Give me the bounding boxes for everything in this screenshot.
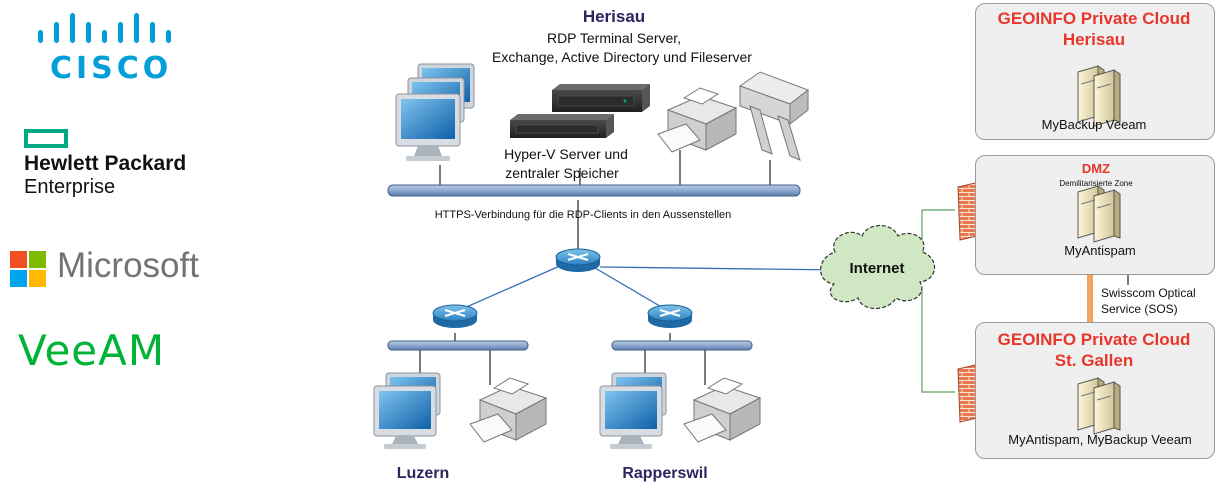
router-rapperswil (647, 304, 693, 328)
rapperswil-clients-icon (599, 372, 667, 449)
cisco-logo (38, 13, 171, 43)
site-title-herisau: Herisau (582, 7, 646, 26)
site-title-rapperswil: Rapperswil (622, 465, 708, 482)
internet-cloud (820, 224, 936, 310)
dmz-service: MyAntispam (1064, 243, 1136, 258)
herisau-services-line2: Exchange, Active Directory und Fileserve… (492, 49, 752, 65)
herisau-lan-bus (387, 184, 801, 197)
hyperv-label-line1: Hyper-V Server und (504, 146, 628, 162)
cloud-stgallen-services: MyAntispam, MyBackup Veeam (1008, 432, 1192, 447)
dmz-subtitle: Demilitarisierte Zone (1059, 179, 1133, 188)
sos-label-line2: Service (SOS) (1101, 302, 1178, 316)
herisau-printer-icon (657, 87, 738, 153)
cloud-herisau-title-line1: GEOINFO Private Cloud (997, 9, 1191, 28)
dmz-title: DMZ (1081, 161, 1111, 176)
hpe-logo-mark (24, 129, 68, 148)
microsoft-logo-mark (10, 251, 46, 287)
hyper-v-servers-icon (510, 84, 650, 138)
rapperswil-lan-bus (611, 340, 753, 351)
internet-label: Internet (849, 260, 905, 277)
luzern-printer-icon (469, 377, 548, 443)
sos-link (1087, 275, 1093, 332)
https-connection-label: HTTPS-Verbindung für die RDP-Clients in … (434, 209, 732, 221)
rapperswil-printer-icon (683, 377, 762, 443)
luzern-clients-icon (373, 372, 441, 449)
cloud-box-dmz (975, 155, 1215, 275)
sos-label-line1: Swisscom Optical (1101, 286, 1196, 300)
lan-drops (419, 150, 1129, 385)
herisau-services-line1: RDP Terminal Server, (546, 30, 682, 46)
cloud-stgallen-title-line1: GEOINFO Private Cloud (997, 330, 1191, 349)
wan-links (454, 257, 841, 313)
microsoft-wordmark: Microsoft (57, 246, 199, 285)
site-title-luzern: Luzern (396, 465, 450, 482)
veeam-wordmark: VeeAM (18, 326, 166, 375)
plotter-icon (738, 71, 810, 161)
router-luzern (432, 304, 478, 328)
hyperv-label-line2: zentraler Speicher (505, 165, 619, 181)
cloud-herisau-service: MyBackup Veeam (1041, 117, 1147, 132)
luzern-lan-bus (387, 340, 529, 351)
cloud-herisau-title-line2: Herisau (1062, 30, 1126, 49)
cloud-stgallen-title-line2: St. Gallen (1054, 351, 1134, 370)
cisco-wordmark: CISCO (50, 51, 173, 86)
hpe-wordmark-line2: Enterprise (24, 176, 116, 198)
hpe-wordmark-line1: Hewlett Packard (24, 152, 187, 175)
router-herisau (555, 248, 601, 272)
herisau-clients-icon (395, 63, 475, 161)
